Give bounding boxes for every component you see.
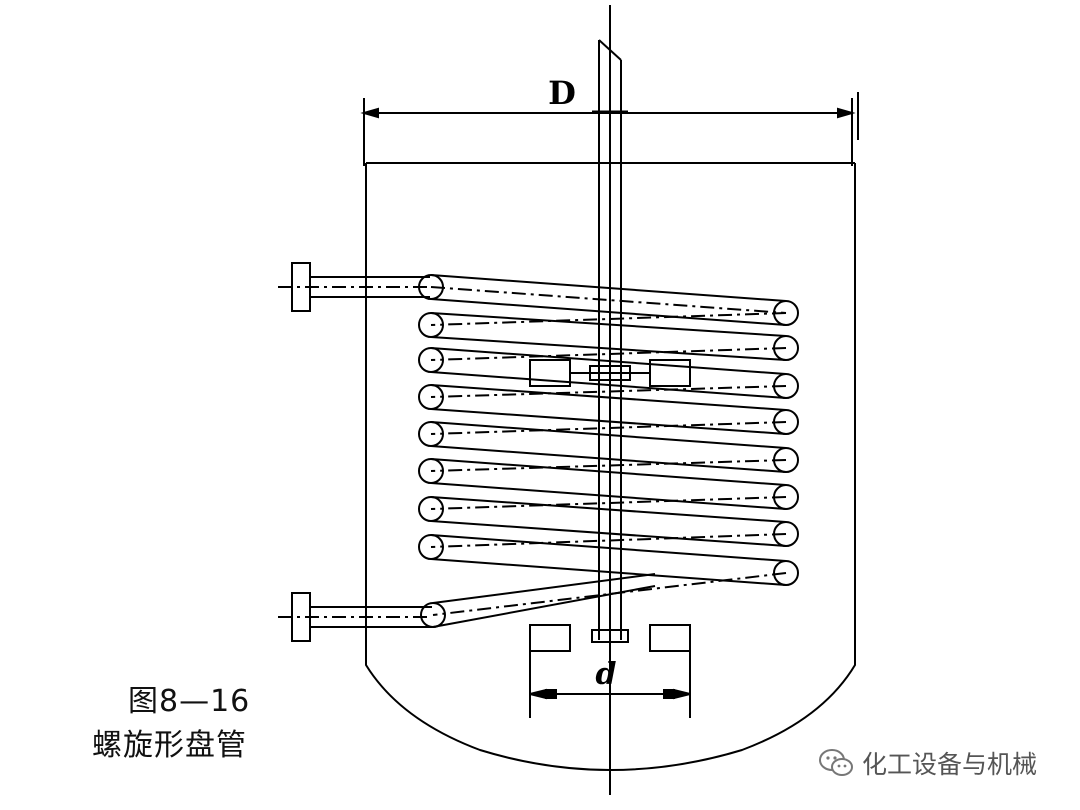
figure-title: 螺旋形盘管: [92, 728, 247, 763]
coil-back-tubes: [430, 286, 787, 548]
dimension-D-arrow-right: [837, 107, 856, 119]
shaft-top-cut: [598, 39, 622, 61]
lower-blade-right: [649, 624, 691, 652]
dimension-D-label: D: [548, 74, 576, 112]
watermark-text: 化工设备与机械: [862, 750, 1038, 779]
lower-blade-left: [529, 624, 571, 652]
watermark: 化工设备与机械: [818, 745, 1037, 781]
coil-left-sections: [418, 274, 446, 628]
dimension-d-arrow-right: [673, 688, 691, 700]
dimension-d-arrow-left: [529, 688, 547, 700]
lower-hub: [591, 629, 629, 643]
dimension-D-arrow-left: [360, 107, 379, 119]
dimension-d-label: d: [596, 657, 617, 692]
wechat-icon: [819, 749, 853, 776]
coil-outlet-tube: [432, 572, 787, 628]
coil-right-sections: [773, 300, 799, 586]
dimension-d-tick-right: [663, 689, 675, 699]
figure-number: 图8—16: [128, 684, 251, 719]
dimension-d-tick-left: [545, 689, 557, 699]
coil-front-tubes: [430, 274, 787, 586]
